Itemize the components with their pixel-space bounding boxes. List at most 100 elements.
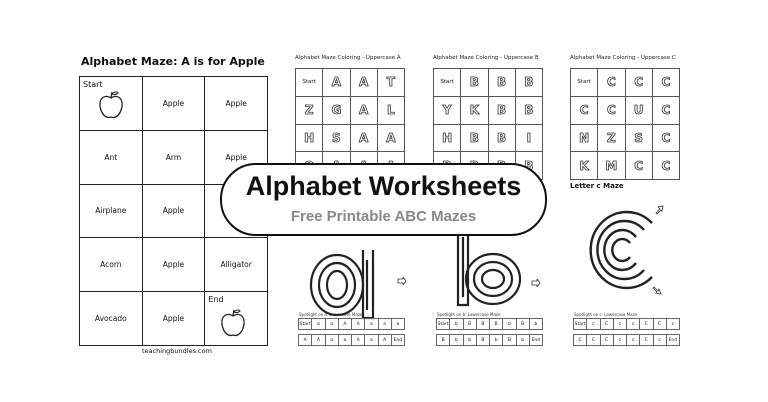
grid-cell: Z	[294, 95, 324, 125]
grid-cell: Y	[432, 95, 462, 125]
grid-cell: C	[651, 95, 681, 125]
grid-cell: U	[624, 95, 653, 125]
spot-cell: End	[528, 334, 544, 346]
spot-cell: Start	[572, 318, 588, 330]
grid-cell: Start	[569, 68, 599, 97]
grid-cell: B	[487, 95, 516, 125]
spot-cell: b	[488, 334, 504, 346]
end-label: End	[208, 295, 224, 305]
grid-cell: H	[432, 123, 462, 153]
grid-cell: B	[460, 68, 489, 97]
spot-cell: c	[612, 318, 628, 330]
spot-cell: B	[488, 318, 504, 330]
spot-cell: C	[639, 318, 654, 330]
arrow-icon	[652, 286, 662, 295]
spot-cell: a	[377, 318, 392, 330]
spot-cell: A	[350, 318, 366, 330]
grid-cell: S	[624, 123, 653, 153]
banner-title: Alphabet Worksheets	[245, 171, 522, 201]
spot-cell: A	[350, 334, 366, 346]
grid-cell: Start	[294, 68, 324, 97]
spot-cell: a	[337, 334, 353, 346]
worksheet-title: Alphabet Maze Coloring - Uppercase C	[570, 55, 676, 61]
letter-c-maze-graphic	[589, 210, 653, 290]
spot-cell: a	[364, 318, 379, 330]
spot-cell: C	[599, 318, 614, 330]
grid-cell: B	[460, 123, 489, 153]
grid-cell: S	[322, 123, 351, 153]
maze-cell: Apple	[141, 237, 206, 293]
maze-cell-end: End	[204, 291, 268, 346]
maze-cell-start: Start	[79, 76, 143, 131]
worksheet-title: Alphabet Maze Coloring - Uppercase A	[295, 55, 401, 61]
spot-cell: A	[297, 334, 313, 346]
maze-cell: Apple	[141, 76, 206, 131]
spot-cell: b	[515, 334, 530, 346]
grid-cell: A	[349, 68, 378, 97]
spot-cell: b	[449, 334, 464, 346]
grid-cell: B	[514, 95, 544, 125]
uppercase-c-worksheet: Alphabet Maze Coloring - Uppercase C Sta…	[568, 55, 683, 355]
spot-cell: c	[586, 318, 601, 330]
apple-icon	[99, 91, 123, 119]
title-banner: Alphabet Worksheets Free Printable ABC M…	[220, 163, 547, 236]
grid-cell: K	[460, 95, 489, 125]
spot-cell: b	[462, 334, 477, 346]
grid-cell: N	[569, 123, 599, 153]
grid-cell: C	[651, 68, 681, 97]
spot-cell: c	[652, 334, 667, 346]
spot-cell: a	[324, 334, 339, 346]
spot-cell: End	[665, 334, 681, 346]
maze-subtitle: Letter c Maze	[570, 182, 624, 190]
grid-cell: Z	[597, 123, 626, 153]
spot-cell: b	[528, 318, 544, 330]
grid-cell: B	[487, 123, 516, 153]
spot-cell: A	[311, 334, 326, 346]
arrow-icon	[397, 277, 407, 285]
start-label: Start	[83, 80, 103, 89]
spot-cell: B	[515, 318, 530, 330]
spot-cell: B	[475, 318, 491, 330]
apple-icon	[221, 309, 246, 337]
arrow-icon	[655, 205, 664, 215]
spot-cell: A	[377, 334, 392, 346]
spot-cell: C	[652, 318, 667, 330]
grid-cell: K	[569, 151, 599, 180]
spot-cell: C	[586, 334, 601, 346]
grid-cell: L	[376, 95, 406, 125]
spot-cell: End	[390, 334, 406, 346]
banner-subtitle: Free Printable ABC Mazes	[290, 208, 477, 225]
spot-cell: B	[435, 334, 451, 346]
spot-cell: c	[625, 318, 641, 330]
grid-cell: C	[624, 68, 653, 97]
grid-cell: G	[322, 95, 351, 125]
maze-cell: Ant	[79, 129, 143, 185]
spot-cell: a	[311, 318, 326, 330]
grid-cell: C	[651, 123, 681, 153]
grid-cell: Start	[432, 68, 462, 97]
spot-cell: a	[390, 318, 406, 330]
grid-cell: A	[322, 68, 351, 97]
maze-cell: Airplane	[79, 183, 143, 239]
grid-cell: B	[487, 68, 516, 97]
grid-cell: C	[597, 95, 626, 125]
spot-cell: a	[324, 318, 339, 330]
maze-cell: Avocado	[79, 291, 143, 346]
worksheet-title: Alphabet Maze Coloring - Uppercase B	[433, 55, 539, 61]
spot-cell: B	[462, 318, 477, 330]
grid-cell: C	[597, 68, 626, 97]
grid-cell: H	[294, 123, 324, 153]
grid-cell: T	[376, 68, 406, 97]
grid-cell: A	[349, 123, 378, 153]
spot-cell: B	[502, 334, 517, 346]
maze-cell: Apple	[141, 183, 206, 239]
spotlight-label: Spotlight on b: Lowercase Maze	[437, 312, 501, 317]
spot-cell: Start	[297, 318, 313, 330]
spot-cell: c	[612, 334, 628, 346]
grid-cell: C	[569, 95, 599, 125]
